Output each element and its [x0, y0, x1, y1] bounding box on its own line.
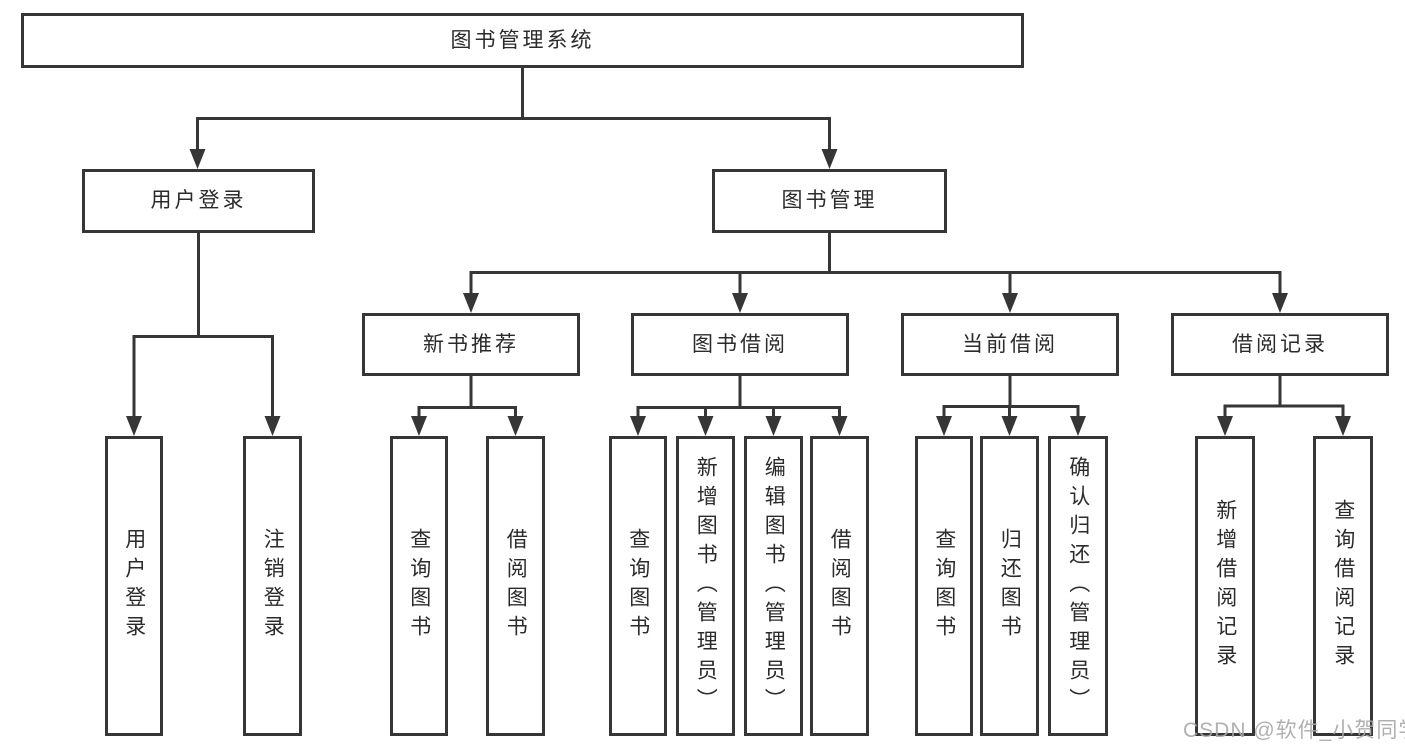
- leaf-query-books-recommend: 查询图书: [390, 436, 448, 736]
- leaf-borrow-books: 借阅图书: [810, 436, 869, 736]
- leaf-borrow-books-recommend: 借阅图书: [486, 436, 545, 736]
- node-root: 图书管理系统: [21, 13, 1024, 68]
- node-new-book-recommend: 新书推荐: [362, 313, 580, 376]
- leaf-user-login: 用户登录: [105, 436, 163, 736]
- leaf-return-book: 归还图书: [980, 436, 1039, 736]
- leaf-add-borrow-record: 新增借阅记录: [1195, 436, 1255, 736]
- csdn-watermark: CSDN @软件_小贺同学: [1183, 719, 1405, 742]
- leaf-query-books-borrow: 查询图书: [609, 436, 667, 736]
- connector-book-management-to-level3: [463, 233, 1288, 313]
- connector-new-book-to-leaves: [411, 376, 524, 436]
- leaf-logout: 注销登录: [243, 436, 302, 736]
- leaf-add-book-admin: 新增图书（管理员）: [676, 436, 735, 736]
- connector-user-login-to-leaves: [126, 233, 281, 436]
- leaf-query-borrow-record: 查询借阅记录: [1313, 436, 1373, 736]
- connector-current-borrow-to-leaves: [936, 376, 1086, 436]
- node-book-management: 图书管理: [712, 169, 947, 233]
- connector-book-borrow-to-leaves: [630, 376, 848, 436]
- connector-root-to-level2: [189, 68, 838, 169]
- leaf-query-books-current: 查询图书: [915, 436, 973, 736]
- connector-borrow-records-to-leaves: [1217, 376, 1351, 436]
- node-book-borrow: 图书借阅: [631, 313, 849, 376]
- node-current-borrow: 当前借阅: [901, 313, 1119, 376]
- node-borrow-records: 借阅记录: [1171, 313, 1389, 376]
- leaf-confirm-return-admin: 确认归还（管理员）: [1048, 436, 1108, 736]
- node-user-login: 用户登录: [82, 169, 315, 233]
- leaf-edit-book-admin: 编辑图书（管理员）: [744, 436, 803, 736]
